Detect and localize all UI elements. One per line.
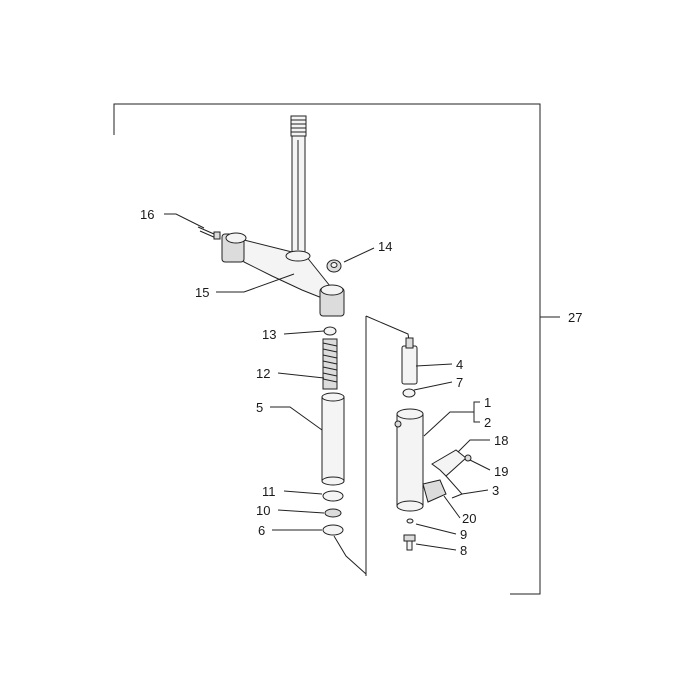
callout-13: 13 [262, 327, 276, 342]
callout-5: 5 [256, 400, 263, 415]
callout-8: 8 [460, 543, 467, 558]
damper [401, 337, 418, 385]
callout-3: 3 [492, 483, 499, 498]
callout-16: 16 [140, 207, 154, 222]
clamp-bolt [197, 226, 221, 240]
callout-19: 19 [494, 464, 508, 479]
callout-6: 6 [258, 523, 265, 538]
leader-lines [164, 213, 491, 551]
fork-tube [321, 392, 345, 486]
callout-4: 4 [456, 357, 463, 372]
assembly-line [333, 535, 367, 575]
callout-2: 2 [484, 415, 491, 430]
washer [323, 326, 337, 336]
nut [326, 259, 342, 273]
callout-18: 18 [494, 433, 508, 448]
assembly-bracket [113, 103, 541, 595]
fork-bridge [221, 232, 345, 317]
washer-small [406, 518, 414, 524]
callout-12: 12 [256, 366, 270, 381]
callout-7: 7 [456, 375, 463, 390]
callout-11: 11 [262, 484, 276, 499]
ring-11 [322, 490, 344, 502]
callout-9: 9 [460, 527, 467, 542]
callout-10: 10 [256, 503, 270, 518]
callout-27: 27 [568, 310, 582, 325]
callout-20: 20 [462, 511, 476, 526]
o-ring [402, 388, 416, 398]
callout-15: 15 [195, 285, 209, 300]
callout-1: 1 [484, 395, 491, 410]
spring [322, 338, 338, 390]
callout-14: 14 [378, 239, 392, 254]
steering-stem [290, 115, 307, 255]
fork-slider [394, 408, 447, 512]
ring-10 [324, 508, 342, 518]
ring-6 [322, 524, 344, 536]
assembly-line [365, 315, 411, 347]
drain-bolt [403, 534, 416, 551]
